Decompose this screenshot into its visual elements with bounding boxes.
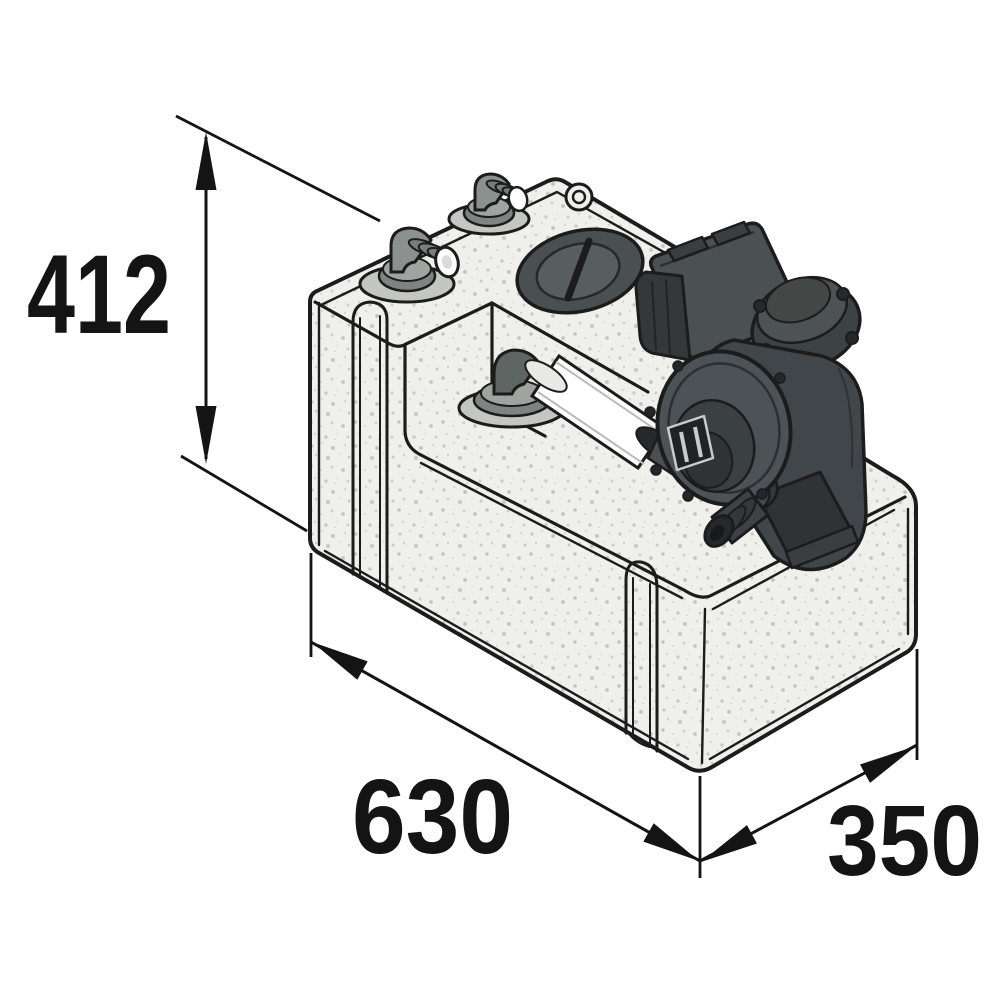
- hose-elbow-fitting-rear: [447, 172, 531, 236]
- lid-slot: [564, 237, 593, 302]
- strap-groove-right: [624, 560, 659, 753]
- motor-end-cap: [634, 270, 692, 362]
- arrow-down-right-icon: [643, 823, 705, 871]
- dimension-height: 412: [27, 114, 381, 533]
- dimension-length-label: 630: [352, 758, 513, 876]
- strap-groove-left: [351, 300, 389, 595]
- arrow-up-icon: [195, 132, 217, 190]
- dimension-width-label: 350: [827, 785, 982, 897]
- extension-line: [175, 114, 381, 223]
- arrow-up-right-icon: [860, 736, 922, 783]
- hose-elbow-fitting-front: [358, 226, 460, 304]
- mounting-lug-top: [564, 182, 594, 212]
- pump-mounting-bracket: [756, 470, 860, 570]
- arrow-down-left-icon: [695, 825, 757, 872]
- arrow-down-icon: [195, 406, 217, 464]
- arrow-up-left-icon: [306, 632, 368, 680]
- pump-assembly: [634, 220, 868, 572]
- dimension-line: [310, 640, 701, 863]
- outlet-spout: [703, 487, 770, 548]
- dimension-width: 350: [695, 649, 982, 897]
- pump-label-window: [666, 414, 715, 472]
- extension-line: [180, 454, 308, 533]
- dimension-height-label: 412: [27, 232, 171, 357]
